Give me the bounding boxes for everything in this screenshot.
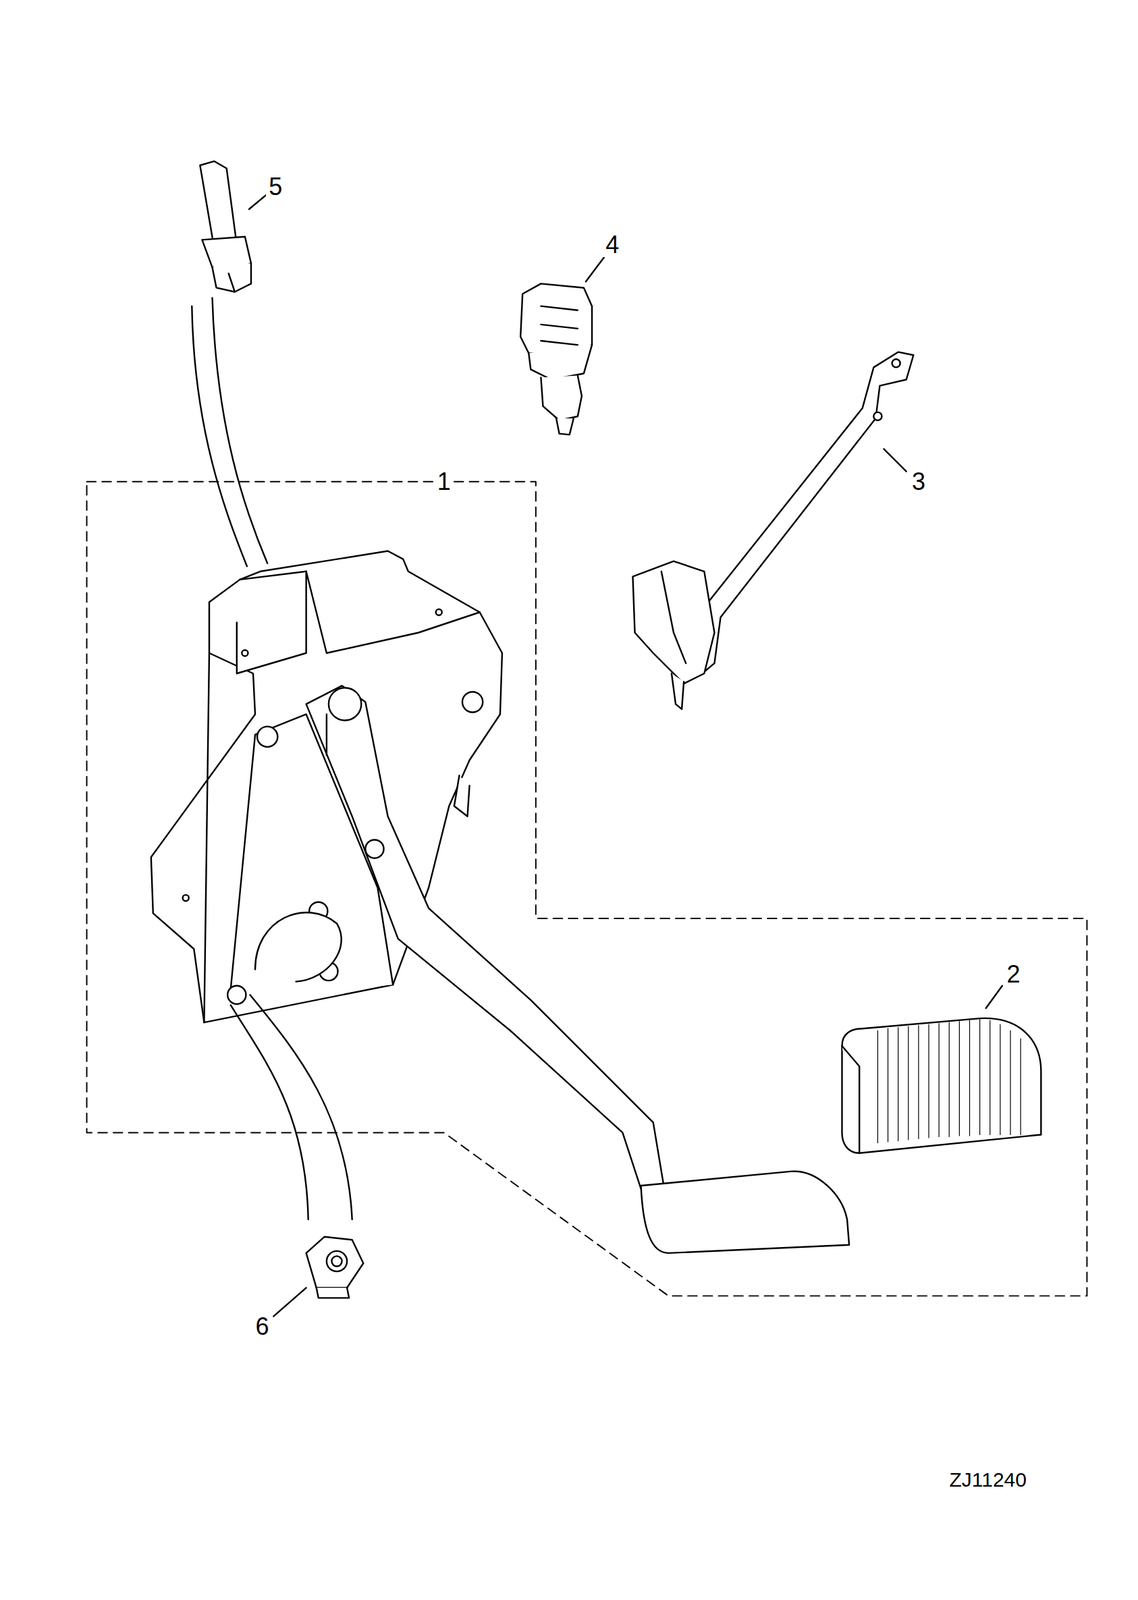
callout-number: 4: [602, 232, 622, 258]
fit-line: [212, 298, 268, 564]
callout-number: 6: [253, 1314, 273, 1340]
switch: [520, 283, 592, 435]
fit-line: [191, 306, 248, 567]
pedal-pad: [841, 1018, 1041, 1154]
callout-number: 2: [1004, 962, 1024, 987]
nut: [306, 1237, 364, 1299]
callout-number: 5: [265, 174, 285, 200]
callout-number: 1: [434, 469, 454, 495]
leader-line: [585, 257, 605, 282]
bolt: [199, 161, 252, 293]
leader-line: [986, 986, 1003, 1009]
pad-ribs: [877, 1019, 1021, 1144]
drawing-number: ZJ11240: [946, 1470, 1030, 1491]
fit-line: [230, 1005, 309, 1220]
group-outline: [87, 481, 1088, 1297]
leader-line: [883, 448, 906, 472]
leader-line: [249, 193, 268, 210]
pedal-assembly: [151, 551, 850, 1254]
callout-number: 3: [909, 469, 929, 495]
bracket: [633, 352, 914, 710]
leader-line: [273, 1287, 306, 1317]
fit-line: [249, 994, 352, 1220]
